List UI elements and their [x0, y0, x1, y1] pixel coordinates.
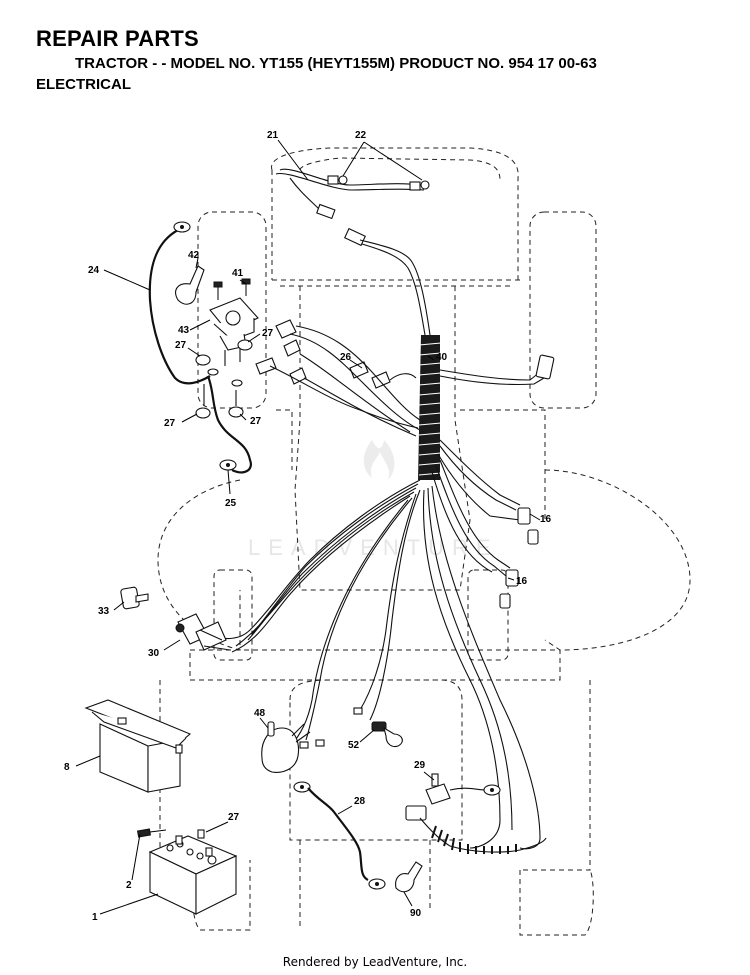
- ignition-key-33: [120, 586, 149, 610]
- callout-27e: 27: [228, 812, 240, 823]
- battery-box-8: [84, 699, 192, 793]
- callout-26: 26: [340, 352, 352, 363]
- cable-28: [293, 781, 386, 890]
- callout-41: 41: [232, 268, 244, 279]
- part-48: [261, 721, 325, 773]
- callout-27c: 27: [164, 418, 176, 429]
- callout-33: 33: [98, 606, 110, 617]
- main-loom-40: [269, 325, 555, 609]
- footer-credit: Rendered by LeadVenture, Inc.: [282, 955, 468, 969]
- callouts: 21 22 24 42 41 43 27 27 27 27 26 40 25 1…: [64, 130, 552, 923]
- callout-16b: 16: [516, 576, 528, 587]
- callout-42: 42: [188, 250, 200, 261]
- callout-8: 8: [64, 762, 70, 773]
- callout-1: 1: [92, 912, 98, 923]
- page-title: REPAIR PARTS: [36, 26, 199, 51]
- part-29: [425, 773, 501, 805]
- cable-24: [148, 221, 211, 385]
- model-subtitle: TRACTOR - - MODEL NO. YT155 (HEYT155M) P…: [75, 55, 597, 72]
- nuts-27: [195, 339, 253, 419]
- coiled-wire: [405, 805, 547, 854]
- boot-90: [395, 861, 423, 893]
- callout-29: 29: [414, 760, 426, 771]
- callout-27d: 27: [250, 416, 262, 427]
- callout-22: 22: [355, 130, 367, 141]
- callout-27b: 27: [175, 340, 187, 351]
- cable-25: [203, 375, 252, 474]
- solenoid-assembly: [175, 265, 259, 366]
- leader-lines: [75, 139, 541, 915]
- ignition-switch-30: [175, 613, 231, 651]
- small-connectors: [255, 319, 391, 389]
- callout-25: 25: [225, 498, 237, 509]
- callout-52: 52: [348, 740, 360, 751]
- part-52: [353, 707, 403, 748]
- callout-43: 43: [178, 325, 190, 336]
- headlight-harness: [275, 168, 431, 336]
- callout-90: 90: [410, 908, 422, 919]
- callout-24: 24: [88, 265, 100, 276]
- callout-16a: 16: [540, 514, 552, 525]
- section-label: ELECTRICAL: [36, 76, 131, 93]
- callout-28: 28: [354, 796, 366, 807]
- callout-27a: 27: [262, 328, 274, 339]
- callout-2: 2: [126, 880, 132, 891]
- callout-40: 40: [436, 352, 448, 363]
- callout-30: 30: [148, 648, 160, 659]
- callout-21: 21: [267, 130, 279, 141]
- battery-1: [136, 828, 238, 915]
- callout-48: 48: [254, 708, 266, 719]
